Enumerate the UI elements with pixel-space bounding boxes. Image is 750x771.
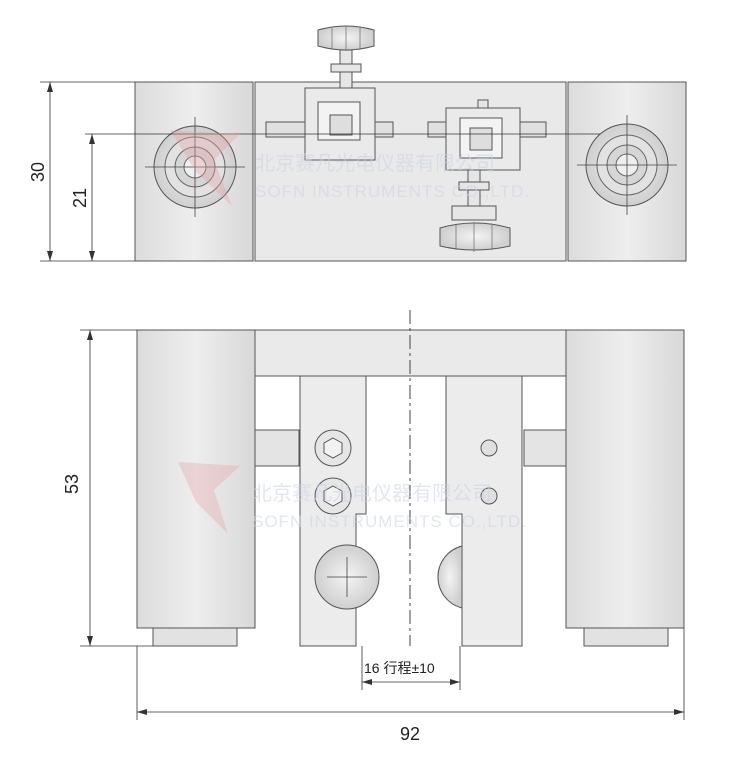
hole-upper [480,439,498,457]
watermark-front: 北京赛凡光电仪器有限公司 SOFN INSTRUMENTS CO.,LTD. [178,462,527,534]
top-view [85,25,687,262]
hole-lower [480,487,498,505]
dimension-front-53: 53 [62,329,153,647]
front-view [136,310,685,647]
front-bolt-left [314,544,380,610]
hex-screw-lower [314,477,352,515]
top-left-bolt [145,117,245,217]
dim-53-text: 53 [62,474,82,494]
top-knob-lower[interactable] [439,205,511,252]
front-right-column [565,329,685,629]
watermark-en-front: SOFN INSTRUMENTS CO.,LTD. [252,512,527,531]
dimension-top-21: 21 [70,134,95,261]
top-knob-upper[interactable] [317,25,375,51]
dim-21-text: 21 [70,188,90,208]
watermark-cn-front: 北京赛凡光电仪器有限公司 [252,481,492,505]
watermark-logo-icon [170,130,240,206]
front-left-column [136,329,256,629]
dimension-top-30: 30 [28,81,135,262]
top-right-mechanism [427,99,547,207]
front-right-jaw [445,375,523,647]
travel-text: 16 行程±10 [364,660,435,676]
hex-screw-upper [314,429,352,467]
dimension-width-92: 92 [136,628,685,744]
watermark-top: 北京赛凡光电仪器有限公司 SOFN INSTRUMENTS CO.,LTD. [170,130,530,206]
watermark-logo-icon-front [178,462,240,534]
dim-92-text: 92 [400,724,420,744]
dimension-travel: 16 行程±10 [361,646,461,690]
dim-30-text: 30 [28,162,48,182]
top-left-mechanism [265,49,394,161]
watermark-en-top: SOFN INSTRUMENTS CO.,LTD. [255,182,530,201]
watermark-cn-top: 北京赛凡光电仪器有限公司 [255,151,495,175]
top-right-bolt [577,115,677,215]
front-bolt-right [437,545,463,609]
